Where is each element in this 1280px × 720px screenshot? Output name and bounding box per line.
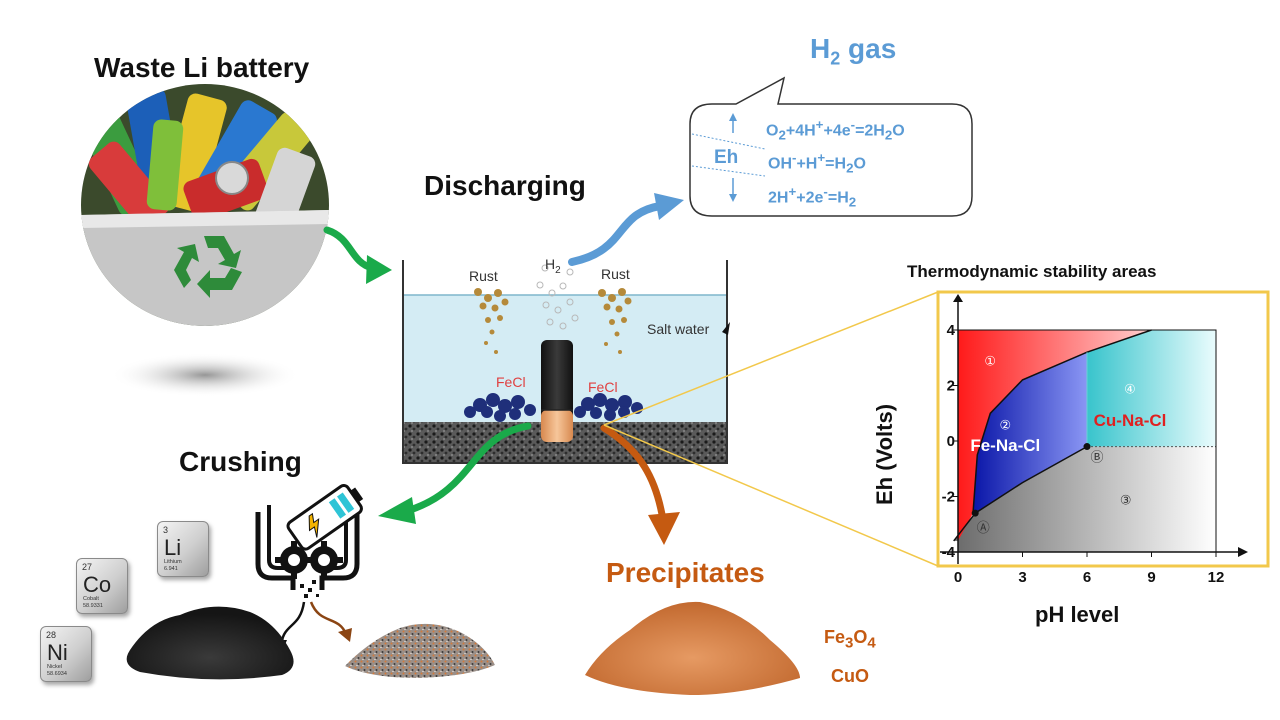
rust-right-label: Rust [601, 266, 630, 282]
chart-ylabel: Eh (Volts) [872, 403, 897, 505]
region-id-4: ④ [1124, 381, 1136, 396]
y-tick-label: 0 [947, 433, 955, 450]
reaction-eq1: O2+4H++4e-=2H2O [766, 117, 905, 143]
arrow-battery-to-bath [323, 226, 376, 272]
reaction-bubble [689, 76, 973, 217]
recycle-icon [174, 236, 242, 298]
y-tick-label: -4 [942, 544, 956, 561]
region-4 [1087, 330, 1216, 447]
region-label-2: Fe-Na-Cl [970, 436, 1040, 455]
fecl-left-label: FeCl [496, 374, 526, 390]
x-tick-label: 6 [1083, 569, 1091, 586]
chart-title: Thermodynamic stability areas [907, 262, 1157, 281]
h2-gas-title: H2 gas [810, 33, 897, 69]
crushing-title: Crushing [179, 446, 302, 477]
point-marker-1 [971, 509, 979, 517]
precipitates-title: Precipitates [606, 557, 765, 588]
salt-water-label: Salt water [647, 321, 710, 337]
region-label-4: Cu-Na-Cl [1094, 411, 1167, 430]
zoom-line-top [603, 291, 939, 426]
discharging-title: Discharging [424, 170, 586, 201]
point-label-2: Ⓑ [1090, 450, 1103, 465]
battery-photo [81, 84, 329, 397]
zoom-line-bottom [603, 424, 939, 567]
h2-bath-label: H2 [545, 256, 561, 276]
y-axis-arrow [953, 294, 963, 302]
arrow-bath-to-crushing [406, 422, 532, 514]
region-2 [973, 352, 1087, 514]
x-tick-label: 0 [954, 569, 962, 586]
black-mass-pile [126, 606, 294, 680]
crusher-icon [255, 484, 364, 598]
waste-battery-title: Waste Li battery [94, 52, 310, 83]
reaction-eq2: OH-+H+=H2O [768, 150, 866, 176]
x-tick-label: 3 [1018, 569, 1026, 586]
region-1 [958, 330, 1152, 541]
precipitate-pile [585, 601, 800, 695]
rust-left-label: Rust [469, 268, 498, 284]
stability-chart: 0 3 6 9 12 -4 -2 0 2 4 ① ② Fe-Na-Cl ③ ④ Cu-Na-ClⒶ Ⓑ [940, 294, 1248, 586]
cuo-label: CuO [831, 666, 869, 686]
region-id-1: ① [984, 354, 996, 369]
y-tick-label: -2 [942, 489, 955, 506]
chart-xlabel: pH level [1035, 602, 1120, 627]
fe3o4-label: Fe3O4 [824, 627, 876, 652]
x-tick-label: 9 [1147, 569, 1155, 586]
y-tick-label: 4 [947, 322, 956, 339]
fecl-right-label: FeCl [588, 379, 618, 395]
reaction-eq3: 2H++2e-=H2 [768, 184, 857, 210]
lower-boundary [953, 445, 1088, 542]
mixed-material-pile [345, 623, 495, 678]
x-axis-arrow [1238, 547, 1248, 557]
point-label-1: Ⓐ [977, 520, 990, 535]
point-marker-2 [1083, 443, 1091, 451]
y-tick-label: 2 [947, 378, 955, 395]
region-id-3: ③ [1120, 492, 1132, 507]
x-tick-label: 12 [1208, 569, 1225, 586]
discharge-bath [402, 260, 730, 464]
eh-label: Eh [714, 147, 739, 168]
upper-boundary [972, 329, 1152, 514]
region-3 [953, 446, 1216, 552]
arrow-bath-to-gas [568, 202, 664, 266]
region-id-2: ② [999, 417, 1011, 432]
arrow-bath-to-precipitates [600, 424, 667, 524]
